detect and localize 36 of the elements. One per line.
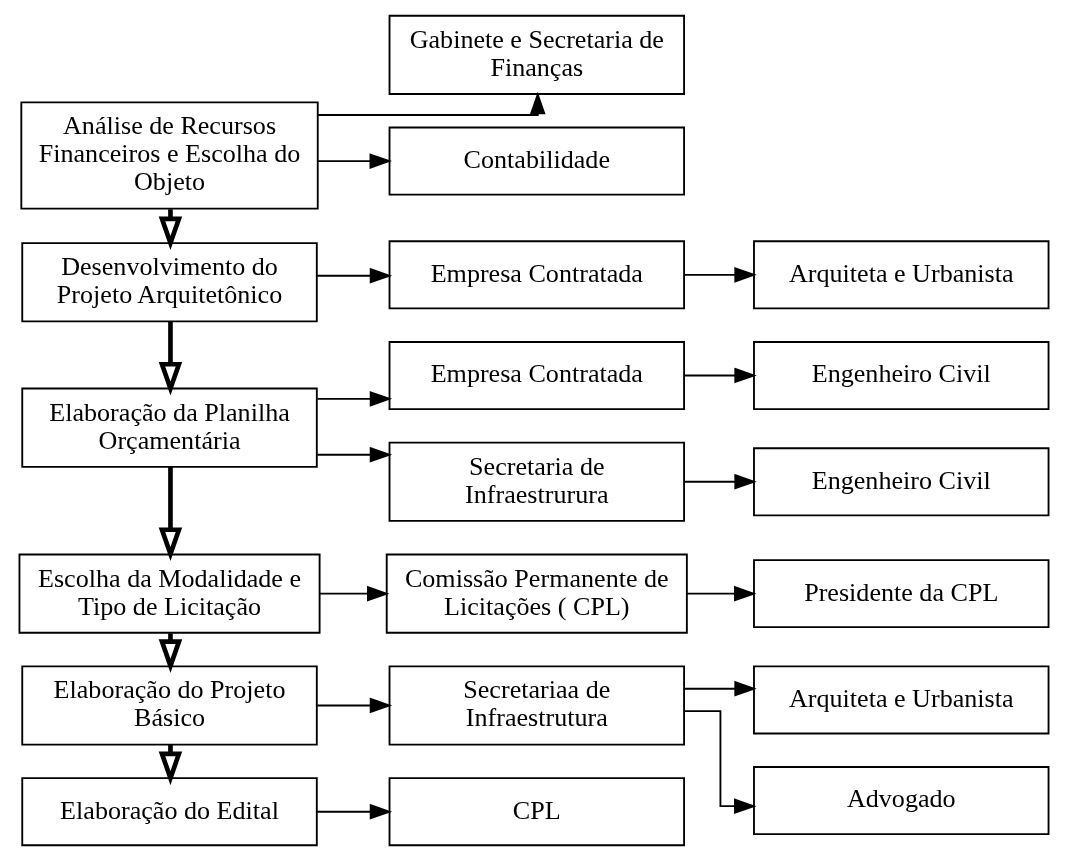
arrow [686,585,757,602]
node-box: Arquiteta e Urbanista [753,240,1050,310]
arrow [316,697,393,714]
arrow [683,710,757,814]
node-box: Análise de Recursos Financeiros e Escolha do Objeto [20,101,319,210]
arrow [316,390,393,407]
node-box: CPL [388,777,685,847]
node-box: Empresa Contratada [388,240,685,310]
arrow [316,446,393,463]
arrow [158,322,183,396]
node-box: Elaboração do Edital [21,777,318,847]
node-box: Engenheiro Civil [753,341,1050,410]
node-box: Engenheiro Civil [753,447,1050,517]
node-box: Elaboração da Planilha Orçamentária [21,387,318,468]
arrow [316,803,393,820]
arrow [683,473,757,490]
node-box: Comissão Permanente de Licitações ( CPL) [385,553,688,634]
node-box: Escolha da Modalidade e Tipo de Licitação [18,553,321,634]
arrow [683,680,757,697]
node-box: Advogado [753,766,1050,836]
arrow [316,153,392,169]
node-box: Empresa Contratada [388,341,685,410]
arrow [683,267,757,283]
node-box: Arquiteta e Urbanista [753,665,1050,735]
node-box: Contabilidade [388,126,685,196]
arrow [317,91,546,116]
arrow [158,467,183,562]
node-box: Gabinete e Secretaria de Finanças [388,14,685,95]
node-box: Elaboração do Projeto Básico [21,665,318,746]
arrow [316,267,393,284]
node-box: Secretaria de Infraestrurura [388,441,685,522]
node-box: Secretariaa de Infraestrutura [388,665,685,746]
node-box: Presidente da CPL [753,559,1050,629]
arrow [683,367,757,384]
node-box: Desenvolvimento do Projeto Arquitetônico [21,242,318,323]
arrow [319,585,390,602]
